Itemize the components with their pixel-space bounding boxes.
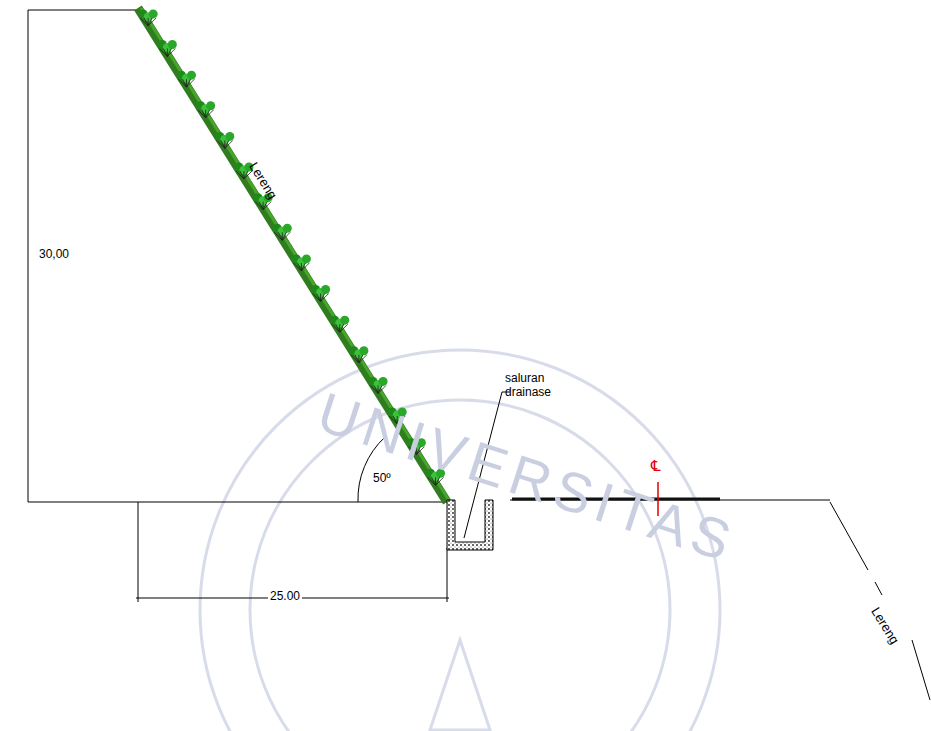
shrub-stem bbox=[259, 202, 263, 210]
shrub bbox=[379, 377, 388, 386]
dimension-text: 30,00 bbox=[37, 248, 71, 262]
shrub-stem bbox=[340, 324, 348, 332]
shrub-stem bbox=[351, 355, 359, 363]
shrub-stem bbox=[321, 294, 325, 302]
right-slope bbox=[830, 502, 868, 570]
shrub-stem bbox=[301, 263, 305, 271]
shrub-stem bbox=[340, 324, 344, 332]
shrub bbox=[340, 316, 349, 325]
shrub-stem bbox=[186, 79, 194, 87]
shrub-stem bbox=[336, 324, 340, 332]
shrub-stem bbox=[178, 79, 186, 87]
slope-label: Lereng bbox=[867, 605, 901, 647]
shrub bbox=[149, 9, 158, 18]
shrub bbox=[206, 101, 215, 110]
shrub-stem bbox=[293, 263, 301, 271]
shrub-stem bbox=[370, 385, 378, 393]
angle-label: 50º bbox=[373, 472, 391, 486]
shrub bbox=[187, 71, 196, 80]
shrub-stem bbox=[321, 294, 329, 302]
drain-channel bbox=[447, 500, 493, 550]
shrub-stem bbox=[167, 49, 175, 57]
shrub-stem bbox=[148, 18, 156, 26]
shrub-stem bbox=[374, 385, 378, 393]
shrub-stem bbox=[186, 79, 190, 87]
shrub-stem bbox=[313, 294, 321, 302]
shrub-stem bbox=[144, 18, 148, 26]
shrub-stem bbox=[225, 140, 229, 148]
shrub-stem bbox=[282, 232, 286, 240]
shrub-stem bbox=[278, 232, 282, 240]
shrub-stem bbox=[378, 385, 386, 393]
shrub-stem bbox=[217, 140, 225, 148]
shrub-stem bbox=[274, 232, 282, 240]
shrub-stem bbox=[359, 355, 363, 363]
shrub-stem bbox=[206, 110, 214, 118]
shrub-stem bbox=[355, 355, 359, 363]
shrub-stem bbox=[159, 49, 167, 57]
shrub-stem bbox=[225, 140, 233, 148]
shrub-stem bbox=[240, 171, 244, 179]
shrub-stem bbox=[140, 18, 148, 26]
right-slope bbox=[875, 582, 882, 595]
shrub-stem bbox=[359, 355, 367, 363]
shrub-stem bbox=[301, 263, 309, 271]
right-slope bbox=[912, 640, 930, 700]
shrub-stem bbox=[282, 232, 290, 240]
shrub bbox=[168, 40, 177, 49]
shrub-stem bbox=[297, 263, 301, 271]
shrub bbox=[225, 132, 234, 141]
centerline-symbol: ℄ bbox=[651, 458, 661, 475]
shrub-stem bbox=[332, 324, 340, 332]
shrub bbox=[359, 346, 368, 355]
callout-label: saluran drainase bbox=[505, 372, 565, 400]
shrub-stem bbox=[206, 110, 210, 118]
dimension-lines bbox=[28, 10, 449, 602]
shrub-stem bbox=[182, 79, 186, 87]
shrub-stem bbox=[255, 202, 263, 210]
shrub-stem bbox=[163, 49, 167, 57]
shrub-stem bbox=[317, 294, 321, 302]
shrub bbox=[302, 254, 311, 263]
shrub-stem bbox=[263, 202, 267, 210]
dimension-text: 25.00 bbox=[268, 590, 302, 604]
shrub-stem bbox=[378, 385, 382, 393]
shrub-stem bbox=[236, 171, 244, 179]
shrub bbox=[283, 224, 292, 233]
shrub-stem bbox=[221, 140, 225, 148]
shrub-stem bbox=[167, 49, 171, 57]
shrub-stem bbox=[148, 18, 152, 26]
shrub bbox=[321, 285, 330, 294]
shrub-stem bbox=[198, 110, 206, 118]
shrub-stem bbox=[263, 202, 271, 210]
shrub-stem bbox=[202, 110, 206, 118]
